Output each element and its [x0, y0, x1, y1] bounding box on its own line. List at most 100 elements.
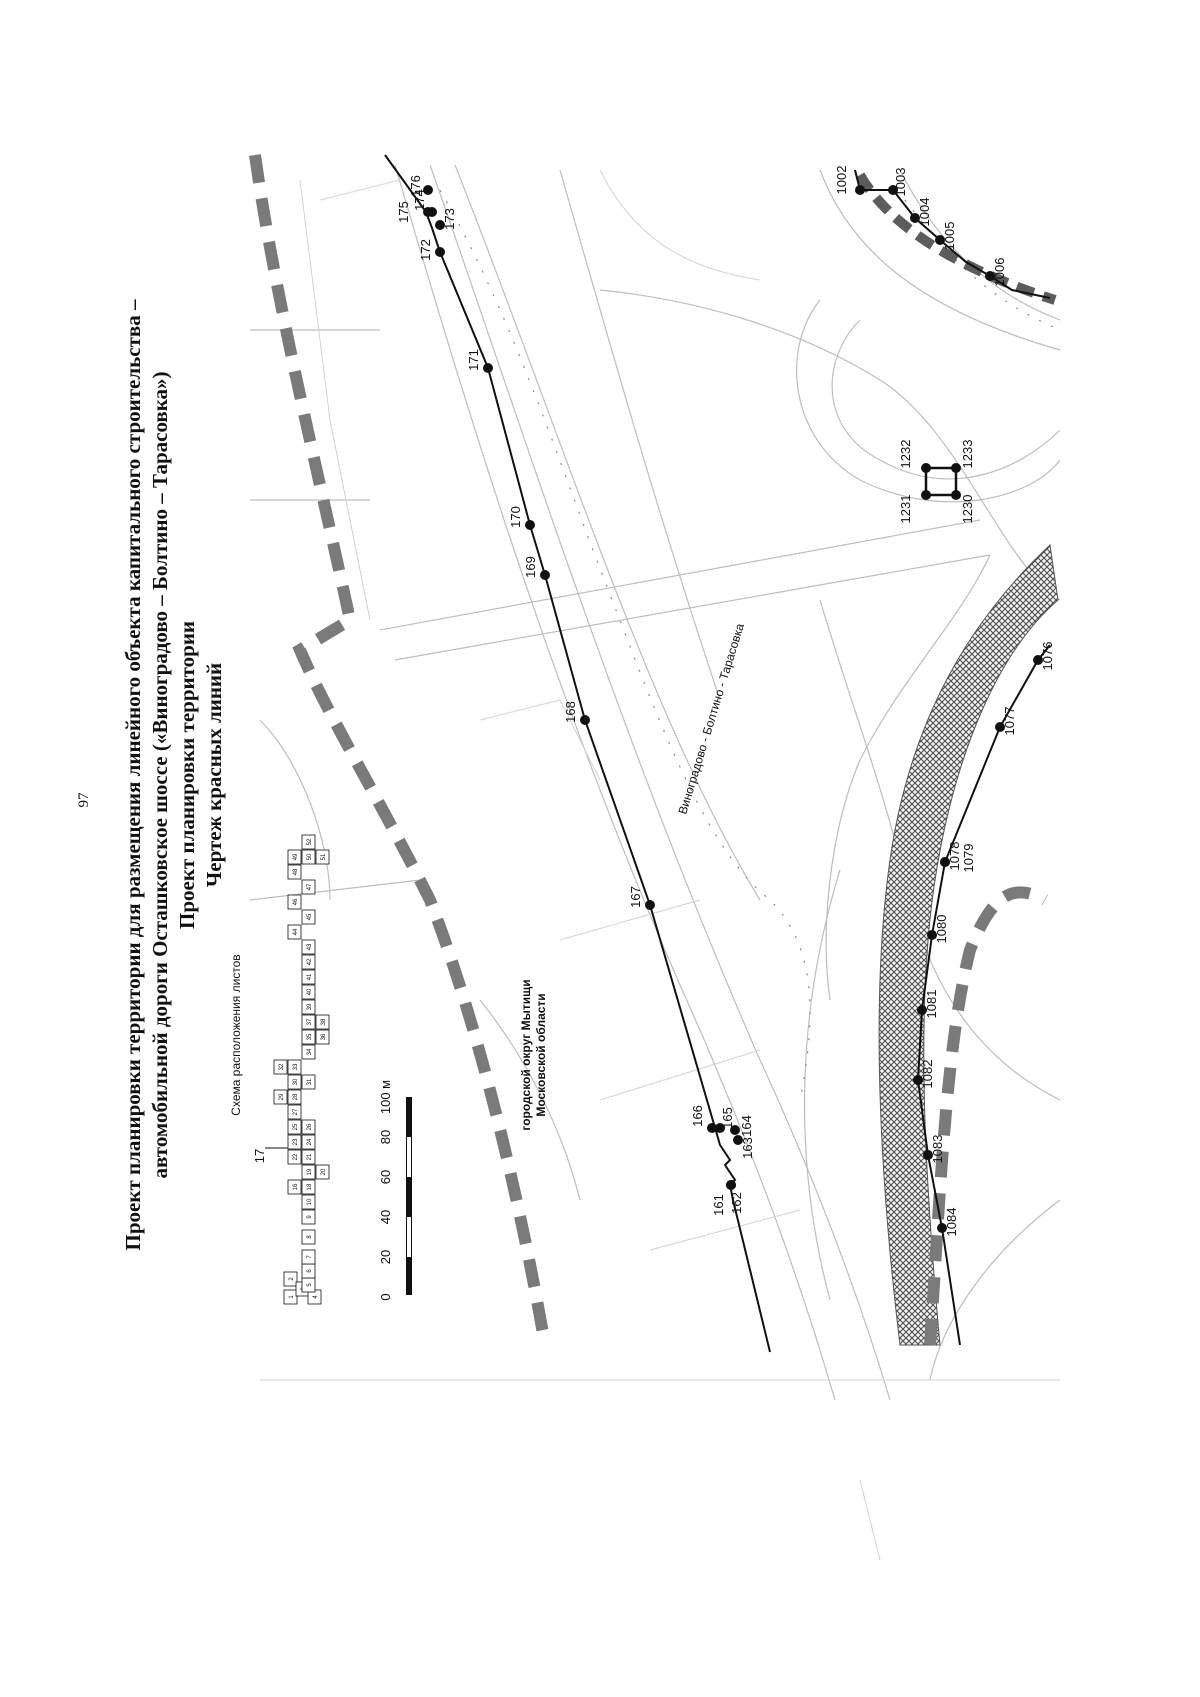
point-label-172: 172 — [418, 239, 433, 261]
scheme-cell-label-28: 28 — [293, 1093, 299, 1100]
point-marker-164 — [730, 1125, 740, 1135]
scheme-cell-26 — [301, 1119, 316, 1135]
scheme-cell-24 — [301, 1134, 316, 1150]
point-label-176: 176 — [408, 175, 423, 197]
point-label-1083: 1083 — [930, 1135, 945, 1164]
point-label-1076: 1076 — [1040, 642, 1055, 671]
scheme-cell-label-31: 31 — [307, 1078, 313, 1085]
red-line-b — [854, 169, 1051, 299]
scheme-cell-label-45: 45 — [307, 913, 313, 920]
point-label-165: 165 — [720, 1107, 735, 1129]
scheme-cell-10 — [301, 1194, 316, 1210]
point-marker-176 — [423, 185, 433, 195]
point-marker-1076 — [1033, 655, 1043, 665]
scale-tick-label: 0 — [378, 1293, 393, 1300]
scheme-cell-45 — [301, 909, 316, 925]
point-marker-1002 — [855, 185, 865, 195]
points-box — [921, 463, 961, 500]
point-label-1231: 1231 — [898, 495, 913, 524]
scheme-cell-7 — [301, 1249, 316, 1265]
point-label-174: 174 — [412, 189, 427, 211]
points-line-c — [913, 655, 1043, 1233]
point-label-1080: 1080 — [934, 915, 949, 944]
scheme-cell-44 — [287, 924, 302, 940]
scheme-cell-36 — [315, 1029, 330, 1045]
scheme-cell-label-44: 44 — [293, 928, 299, 935]
point-label-163: 163 — [740, 1137, 755, 1159]
point-label-1233: 1233 — [960, 440, 975, 469]
scheme-cell-label-47: 47 — [307, 883, 313, 890]
point-label-1002: 1002 — [834, 166, 849, 195]
point-label-169: 169 — [523, 556, 538, 578]
point-marker-163 — [733, 1135, 743, 1145]
scheme-cell-21 — [301, 1149, 316, 1165]
point-marker-1004 — [910, 213, 920, 223]
point-marker-1083 — [923, 1150, 933, 1160]
point-marker-1081 — [917, 1005, 927, 1015]
point-label-164: 164 — [739, 1115, 754, 1137]
scheme-cell-label-42: 42 — [307, 958, 313, 965]
hatched-road-top — [855, 172, 1057, 305]
scheme-cell-38 — [315, 1014, 330, 1030]
scheme-cell-label-1: 1 — [289, 1295, 295, 1299]
scheme-cell-label-18: 18 — [307, 1183, 313, 1190]
scheme-cell-label-41: 41 — [307, 973, 313, 980]
scheme-cell-label-16: 16 — [293, 1183, 299, 1190]
point-label-1078: 1078 — [947, 842, 962, 871]
scheme-cell-19 — [301, 1164, 316, 1180]
scheme-cell-label-46: 46 — [293, 898, 299, 905]
scheme-cell-label-26: 26 — [307, 1123, 313, 1130]
scheme-cell-37 — [301, 1014, 316, 1030]
district-label-1: городской округ Мытищи — [519, 979, 533, 1130]
point-label-1079: 1079 — [961, 844, 976, 873]
point-marker-168 — [580, 715, 590, 725]
point-marker-175 — [423, 207, 433, 217]
scheme-cell-label-52: 52 — [307, 838, 313, 845]
scheme-cell-label-25: 25 — [293, 1123, 299, 1130]
point-marker-1079 — [940, 857, 950, 867]
scheme-cell-28 — [287, 1089, 302, 1105]
scheme-cell-34 — [301, 1044, 316, 1060]
scale-tick-label: 20 — [378, 1250, 393, 1264]
scheme-cell-label-6: 6 — [307, 1269, 313, 1273]
scheme-cell-33 — [287, 1059, 302, 1075]
scheme-cell-label-24: 24 — [307, 1138, 313, 1145]
scheme-cell-49 — [287, 849, 302, 865]
scheme-cell-41 — [301, 969, 316, 985]
box-parcel — [921, 463, 961, 500]
point-label-168: 168 — [563, 701, 578, 723]
scheme-cell-label-49: 49 — [293, 853, 299, 860]
scheme-cell-43 — [301, 939, 316, 955]
point-marker-166 — [707, 1123, 717, 1133]
point-marker-173 — [435, 220, 445, 230]
scheme-cell-label-19: 19 — [307, 1168, 313, 1175]
scheme-cell-30 — [287, 1074, 302, 1090]
scale-tick-label: 100 м — [378, 1080, 393, 1114]
point-marker-1005 — [935, 235, 945, 245]
scheme-cell-8 — [301, 1229, 316, 1245]
scheme-cell-label-37: 37 — [307, 1018, 313, 1025]
scheme-cell-label-33: 33 — [293, 1063, 299, 1070]
point-label-1005: 1005 — [942, 222, 957, 251]
district-boundary — [249, 154, 551, 1347]
base-map-light — [260, 169, 1060, 1561]
scheme-cell-1 — [283, 1289, 298, 1305]
point-label-1006: 1006 — [992, 258, 1007, 287]
scheme-cell-label-32: 32 — [279, 1063, 285, 1070]
point-label-171: 171 — [466, 349, 481, 371]
point-label-166: 166 — [690, 1105, 705, 1127]
point-label-173: 173 — [442, 208, 457, 230]
point-marker-1230 — [951, 490, 961, 500]
scheme-cell-46 — [287, 894, 302, 910]
point-label-175: 175 — [396, 201, 411, 223]
title-line-1: Проект планировки территории для размеще… — [121, 299, 145, 1250]
point-label-1230: 1230 — [960, 495, 975, 524]
scheme-cell-22 — [287, 1149, 302, 1165]
scheme-cell-25 — [287, 1119, 302, 1135]
scheme-cell-label-22: 22 — [293, 1153, 299, 1160]
scheme-cell-label-20: 20 — [321, 1168, 327, 1175]
point-label-1003: 1003 — [893, 168, 908, 197]
point-marker-167 — [645, 900, 655, 910]
fence-line-2 — [904, 199, 1061, 331]
